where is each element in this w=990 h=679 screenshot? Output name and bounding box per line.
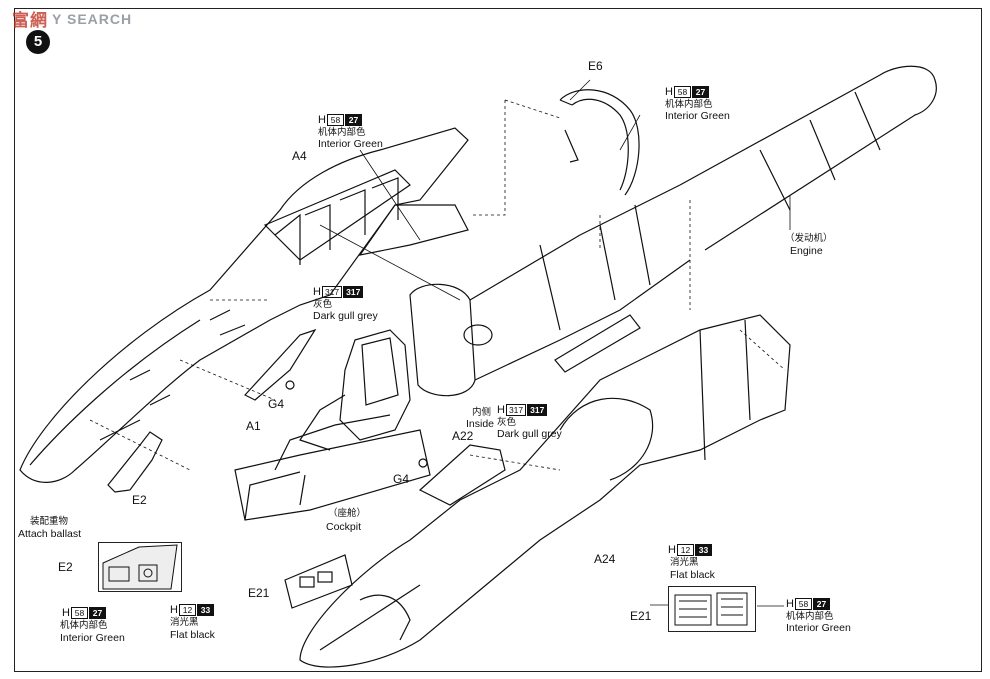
- paint-h12-e2-cn: 消光黑: [170, 617, 199, 628]
- paint-h12-e21-cn: 消光黑: [670, 557, 699, 568]
- paint-ref: 33: [196, 604, 214, 616]
- leader-lines-solid: [319, 79, 791, 607]
- paint-callout-h317-a22: H 317 317: [497, 403, 548, 416]
- watermark-cn: 富網: [12, 11, 48, 30]
- inside-label-en: Inside: [466, 418, 495, 430]
- paint-h58-e6-en: Interior Green: [665, 110, 730, 122]
- paint-h317-a22-en: Dark gull grey: [497, 428, 562, 440]
- watermark: 富網 Y SEARCH: [12, 6, 132, 31]
- label-g4-upper: G4: [268, 397, 285, 411]
- paint-prefix: H: [668, 543, 676, 556]
- inset-e21: [668, 586, 756, 632]
- paint-h58-e2-en: Interior Green: [60, 632, 125, 644]
- paint-h58-e21-en: Interior Green: [786, 622, 851, 634]
- paint-prefix: H: [665, 85, 673, 98]
- paint-callout-h58-a4: H 58 27: [318, 114, 362, 126]
- label-a24: A24: [594, 552, 616, 566]
- paint-prefix: H: [786, 597, 794, 610]
- paint-h317-seat-en: Dark gull grey: [313, 310, 378, 322]
- cockpit-label-en: Cockpit: [326, 521, 362, 533]
- label-g4-lower: G4: [393, 472, 410, 486]
- part-e21-left: [284, 554, 353, 609]
- paint-prefix: H: [318, 113, 326, 126]
- paint-prefix: H: [497, 403, 505, 416]
- paint-h12-e21-en: Flat black: [670, 569, 715, 581]
- step-number-badge: 5: [26, 30, 50, 54]
- paint-code: 58: [326, 114, 344, 126]
- label-e21-left: E21: [248, 586, 270, 600]
- side-panel: [244, 328, 317, 401]
- paint-h58-e6-cn: 机体内部色: [665, 99, 713, 110]
- paint-code: 58: [673, 86, 691, 98]
- label-a22: A22: [452, 429, 474, 443]
- paint-ref: 33: [694, 544, 712, 556]
- paint-code: 317: [505, 404, 527, 416]
- paint-ref: 27: [812, 598, 830, 610]
- paint-code: 58: [70, 607, 88, 619]
- inset-e2: [98, 542, 182, 592]
- ballast-label-en: Attach ballast: [18, 528, 82, 540]
- paint-h12-e2-en: Flat black: [170, 629, 215, 641]
- watermark-site: Y SEARCH: [52, 10, 133, 27]
- paint-code: 317: [321, 286, 343, 298]
- cockpit-label-cn: （座舱）: [328, 508, 367, 519]
- paint-h317-a22-cn: 灰色: [497, 417, 517, 428]
- label-e2-inset: E2: [58, 560, 73, 574]
- leader-lines: [89, 99, 786, 471]
- paint-h58-a4-en: Interior Green: [318, 138, 383, 150]
- paint-ref: 27: [691, 86, 709, 98]
- label-e6: E6: [588, 59, 603, 73]
- paint-callout-h317-seat: H 317 317: [313, 285, 364, 298]
- paint-callout-h12-e21: H 12 33: [668, 544, 712, 556]
- paint-h58-a4-cn: 机体内部色: [318, 127, 366, 138]
- part-e2-shape: [107, 431, 163, 493]
- label-e21-inset: E21: [630, 609, 652, 623]
- label-a1: A1: [246, 419, 261, 433]
- inset-e2-drawing: [102, 544, 178, 590]
- fuselage-right-half: [299, 314, 791, 668]
- label-a4: A4: [292, 149, 307, 163]
- panel-a22: [418, 444, 506, 506]
- paint-prefix: H: [313, 285, 321, 298]
- paint-prefix: H: [62, 606, 70, 619]
- inside-label-cn: 内侧: [472, 407, 492, 418]
- paint-callout-h58-e6: H 58 27: [665, 86, 709, 98]
- paint-ref: 27: [88, 607, 106, 619]
- paint-h58-e2-cn: 机体内部色: [60, 620, 108, 631]
- label-e2-main: E2: [132, 493, 147, 507]
- engine-assembly: [409, 65, 937, 397]
- paint-code: 58: [794, 598, 812, 610]
- paint-ref: 317: [343, 286, 364, 298]
- paint-ref: 317: [527, 404, 548, 416]
- paint-callout-h12-e2: H 12 33: [170, 604, 214, 616]
- paint-callout-h58-e21: H 58 27: [786, 598, 830, 610]
- paint-code: 12: [178, 604, 196, 616]
- inset-e21-drawing: [674, 592, 748, 626]
- paint-callout-h58-e2: H 58 27: [62, 607, 106, 619]
- paint-ref: 27: [344, 114, 362, 126]
- paint-prefix: H: [170, 603, 178, 616]
- engine-ring-e6: [559, 89, 640, 196]
- diagram-frame: [14, 8, 982, 672]
- engine-label-cn: （发动机）: [785, 233, 833, 244]
- ballast-label-cn: 装配重物: [30, 516, 69, 527]
- cockpit-tub: [234, 414, 431, 521]
- paint-h58-e21-cn: 机体内部色: [786, 611, 834, 622]
- fuselage-left-half: [19, 127, 469, 483]
- paint-code: 12: [676, 544, 694, 556]
- engine-label-en: Engine: [790, 245, 823, 257]
- paint-h317-seat-cn: 灰色: [313, 299, 333, 310]
- ejection-seat: [299, 329, 411, 451]
